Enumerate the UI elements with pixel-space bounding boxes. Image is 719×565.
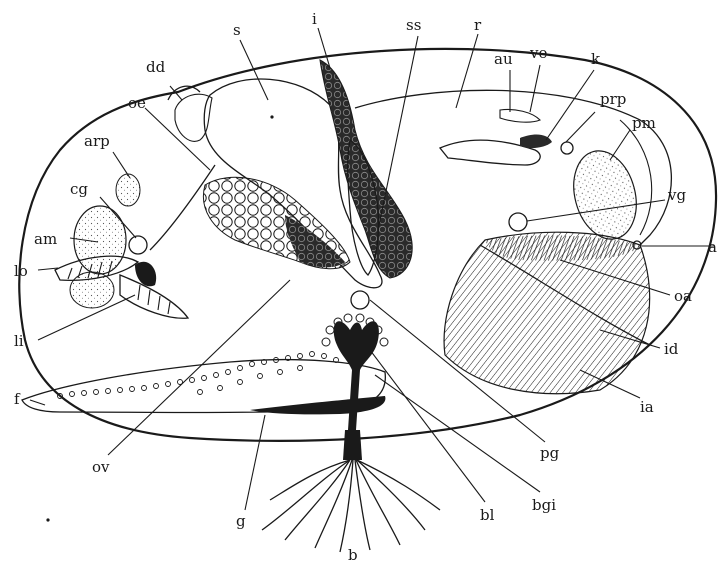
- label-prp: prp: [600, 90, 626, 108]
- label-ss: ss: [406, 16, 421, 34]
- byssus-threads: [262, 460, 440, 552]
- label-id: id: [664, 340, 679, 358]
- lower-adductor-blob: [70, 272, 114, 308]
- label-dd: dd: [146, 58, 166, 76]
- posterior-adductor-muscle: [564, 144, 645, 246]
- stray-dot: [46, 518, 49, 521]
- label-ov: ov: [92, 458, 110, 476]
- foot-speckles: [58, 352, 339, 399]
- kidney: [520, 135, 552, 149]
- label-lo: lo: [14, 262, 28, 280]
- pedal-ganglion: [351, 291, 369, 309]
- label-am: am: [34, 230, 57, 248]
- label-au: au: [494, 50, 513, 68]
- label-s: s: [233, 21, 241, 39]
- foot-dark-edge: [250, 396, 385, 414]
- label-g: g: [236, 512, 246, 530]
- label-bl: bl: [480, 506, 495, 524]
- label-b: b: [348, 546, 358, 564]
- label-oa: oa: [674, 287, 692, 305]
- label-ve: ve: [529, 44, 547, 62]
- label-vg: vg: [667, 186, 686, 204]
- label-ia: ia: [640, 398, 654, 416]
- anterior-retractor: [116, 174, 140, 206]
- auricle: [500, 109, 540, 122]
- label-li: li: [14, 332, 24, 350]
- label-bgi: bgi: [532, 496, 556, 514]
- label-a: a: [708, 238, 717, 256]
- label-r: r: [474, 16, 482, 34]
- label-pm: pm: [632, 114, 656, 132]
- label-i: i: [312, 10, 317, 28]
- byssus-stalk: [343, 430, 362, 460]
- visceral-ganglion: [509, 213, 527, 231]
- label-k: k: [591, 50, 601, 68]
- label-f: f: [14, 390, 21, 408]
- posterior-retractor: [561, 142, 573, 154]
- cerebral-ganglion: [129, 236, 147, 254]
- label-arp: arp: [84, 132, 110, 150]
- label-pg: pg: [540, 444, 560, 462]
- label-oe: oe: [128, 94, 146, 112]
- label-cg: cg: [70, 180, 88, 198]
- stomach-dot: [270, 115, 273, 118]
